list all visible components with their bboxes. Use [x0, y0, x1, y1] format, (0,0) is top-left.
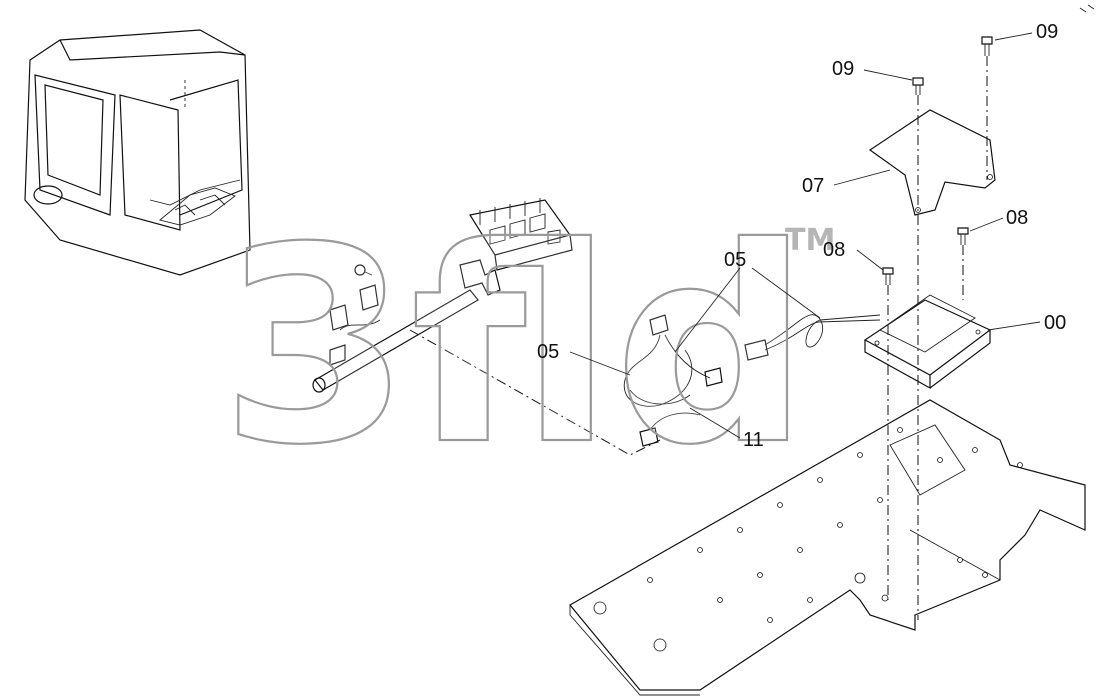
watermark-trademark: TM — [785, 223, 835, 258]
callout-07: 07 — [802, 175, 824, 197]
callout-08-left: 08 — [823, 239, 845, 261]
bolt-09-left — [912, 77, 924, 95]
callout-09-right: 09 — [1036, 21, 1058, 43]
callout-05-top: 05 — [724, 249, 746, 271]
callout-05-left: 05 — [537, 341, 559, 363]
callout-00: 00 — [1044, 312, 1066, 334]
controller-unit — [863, 294, 992, 390]
cover-plate — [868, 109, 996, 216]
callout-09-left: 09 — [832, 58, 854, 80]
callout-11: 11 — [743, 429, 764, 451]
floor-plate-holes — [593, 427, 1023, 652]
watermark-text: 3fld — [220, 189, 810, 504]
callout-08-right: 08 — [1006, 207, 1028, 229]
operator-cab — [24, 29, 251, 276]
assembly-center-lines — [409, 56, 988, 620]
watermark: 3fld TM — [219, 188, 835, 505]
bolt-09-right — [981, 36, 993, 56]
bolt-08-right — [957, 227, 969, 245]
bolt-08-left — [882, 267, 894, 285]
wire-harness — [623, 314, 881, 447]
wiring-harness-conduit — [312, 264, 479, 393]
callout-labels: 09 09 07 08 08 05 05 00 11 — [537, 21, 1066, 451]
relay-block — [459, 198, 573, 296]
leader-lines — [569, 32, 1041, 439]
floor-plate — [569, 399, 1086, 696]
corner-mark — [1079, 4, 1095, 13]
